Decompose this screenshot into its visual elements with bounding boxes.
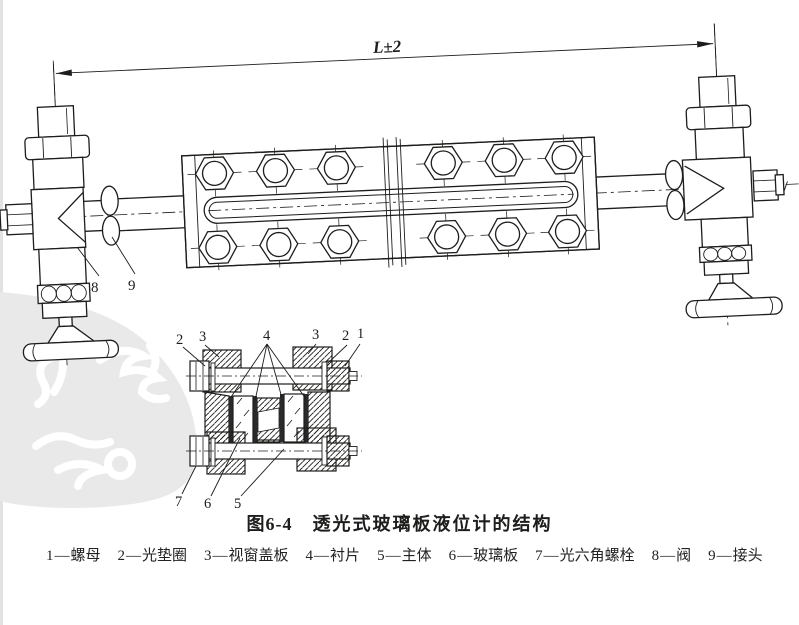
legend-item-2: 2—光垫圈 <box>117 548 188 564</box>
section-label-2-left: 2 <box>176 332 183 348</box>
section-label-5: 5 <box>234 496 241 512</box>
main-view-labels: 8 9 <box>76 236 136 296</box>
label-joint-9: 9 <box>128 278 136 294</box>
section-label-7: 7 <box>175 494 182 510</box>
viewing-window <box>203 180 579 224</box>
legend-item-7: 7—光六角螺栓 <box>535 548 635 564</box>
dimension: L±2 <box>52 23 718 112</box>
label-valve-8: 8 <box>91 280 99 296</box>
section-label-3-left: 3 <box>199 329 206 345</box>
top-bolt <box>186 360 362 392</box>
legend-item-8: 8—阀 <box>651 548 692 564</box>
legend-item-1: 1—螺母 <box>46 548 101 564</box>
figure-title: 透光式玻璃板液位计的结构 <box>312 514 553 534</box>
figure-number: 图6-4 <box>246 514 293 534</box>
legend-item-6: 6—玻璃板 <box>448 548 519 564</box>
bottom-bolt <box>186 435 362 467</box>
section-label-1: 1 <box>357 326 364 342</box>
break-lines <box>382 137 407 268</box>
right-tube <box>596 159 685 221</box>
section-label-2-right: 2 <box>342 328 349 344</box>
main-assembly: L±2 <box>0 23 799 366</box>
left-tube <box>118 195 185 232</box>
watermark <box>0 292 197 509</box>
section-leaders <box>181 343 361 497</box>
parts-legend: 1—螺母 2—光垫圈 3—视窗盖板 4—衬片 5—主体 6—玻璃板 7—光六角螺… <box>46 544 766 565</box>
legend-item-4: 4—衬片 <box>305 548 361 564</box>
legend-item-9: 9—接头 <box>708 548 763 564</box>
gauge-body <box>181 134 601 271</box>
section-label-3-right: 3 <box>312 327 319 343</box>
body-bolts <box>187 134 595 271</box>
section-label-4: 4 <box>263 328 271 344</box>
section-view: 2 3 4 3 2 1 7 6 5 <box>175 326 364 512</box>
section-label-6: 6 <box>204 496 211 512</box>
figure-caption: 图6-4 透光式玻璃板液位计的结构 <box>0 510 799 536</box>
legend-item-3: 3—视窗盖板 <box>204 548 289 564</box>
dimension-label: L±2 <box>372 37 403 57</box>
section-label-texts: 2 3 4 3 2 1 7 6 5 <box>175 326 364 512</box>
right-valve <box>681 23 788 326</box>
legend-item-5: 5—主体 <box>377 548 432 564</box>
left-valve <box>0 60 121 366</box>
